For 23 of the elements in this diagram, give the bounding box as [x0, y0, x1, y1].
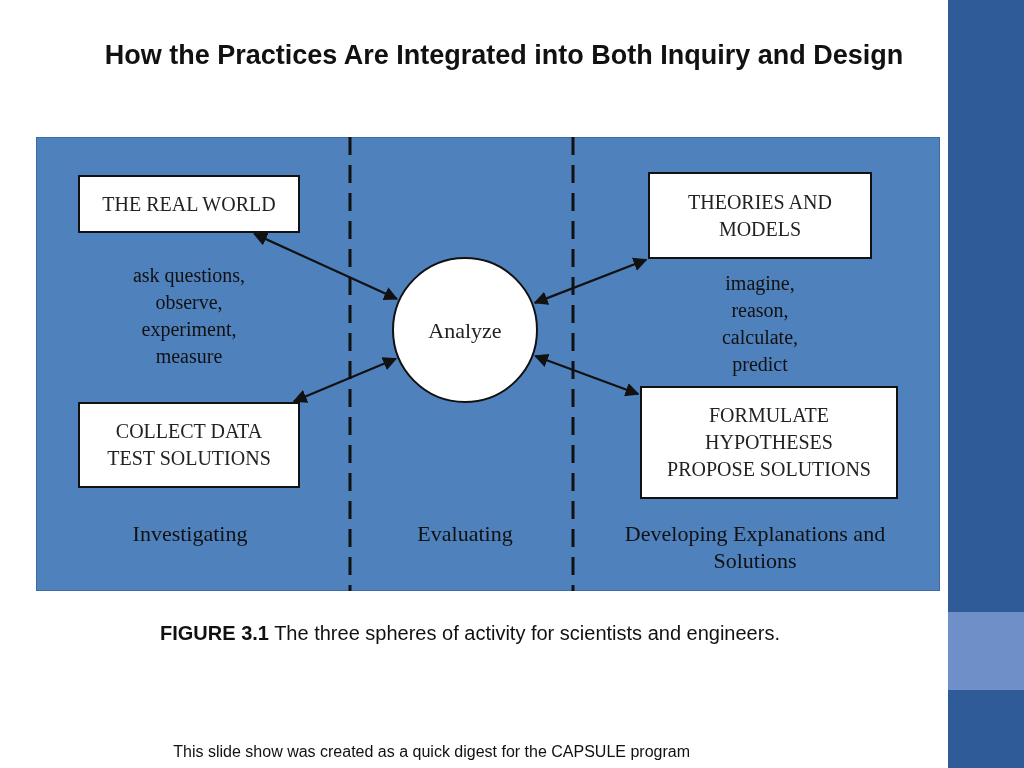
text-box [648, 172, 872, 259]
double-arrow [534, 353, 640, 397]
node-text: COLLECT DATA [114, 419, 264, 444]
double-arrow [292, 357, 398, 403]
double-arrow [253, 232, 399, 300]
figure-caption: FIGURE 3.1 The three spheres of activity for scientists and engineers. [159, 622, 781, 645]
text-box [640, 386, 898, 499]
node-text: THE REAL WORLD [101, 191, 277, 217]
node-text: TEST SOLUTIONS [106, 446, 272, 471]
slide-title: How the Practices Are Integrated into Both Inquiry and Design [103, 40, 905, 71]
sphere-label: Developing Explanations and Solutions [623, 520, 887, 574]
node-text: THEORIES AND MODELS [687, 189, 833, 242]
sphere-label: Investigating [131, 520, 249, 547]
sphere-label: Evaluating [416, 520, 514, 547]
double-arrow [533, 257, 648, 305]
text-box [78, 402, 300, 488]
activity-list: imagine, reason, calculate, predict [705, 270, 815, 378]
node-text: Analyze [427, 316, 503, 344]
footer-note: This slide show was created as a quick digest for the CAPSULE program [172, 742, 690, 762]
text-box [78, 175, 300, 233]
node-text: FORMULATE HYPOTHESES [704, 403, 834, 455]
node-text: PROPOSE SOLUTIONS [666, 457, 872, 482]
activity-list: ask questions, observe, experiment, measure [119, 262, 259, 370]
